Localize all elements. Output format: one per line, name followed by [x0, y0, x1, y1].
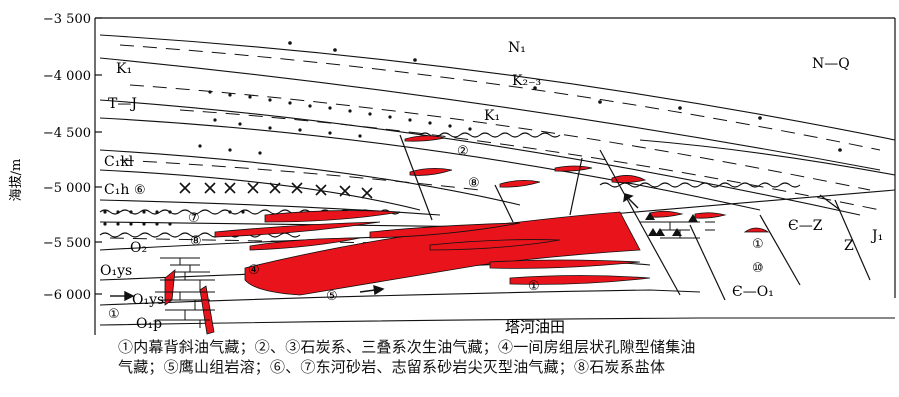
circled-number-4: ④: [248, 263, 260, 278]
section-frame: [95, 17, 896, 298]
y-axis: [94, 17, 102, 335]
circled-number-6: ⑥: [134, 183, 146, 198]
circled-number-8-top: ⑧: [468, 176, 480, 191]
stratum-label-c1kl: C₁kl: [104, 154, 134, 170]
stratum-label-c1h: C₁h: [104, 182, 129, 198]
stratum-label-o1p: O₁p: [136, 316, 162, 332]
stratum-label-o1ys-left: O₁ys: [100, 263, 132, 279]
circled-number-2: ②: [457, 144, 469, 159]
y-axis-label: 海拔/m: [9, 159, 24, 202]
y-tick-label: −4 000: [43, 69, 91, 84]
limestone-blocks: [155, 221, 715, 328]
stratum-label-nq: N—Q: [812, 56, 850, 72]
stratum-label-tj: T—J: [108, 96, 137, 112]
circled-number-10: ⑩: [752, 261, 764, 276]
stratum-label-j1: J₁: [870, 228, 883, 244]
y-tick-label: −5 500: [43, 236, 91, 251]
caption-line-2: 气藏；⑤鹰山组岩溶；⑥、⑦东河砂岩、志留系砂岩尖灭型油气藏；⑧石炭系盐体: [118, 358, 666, 376]
stratum-label-o2: O₂: [130, 240, 147, 256]
strata-boundaries: [99, 34, 896, 326]
circled-number-7: ⑦: [188, 211, 200, 226]
stratum-label-n1: N₁: [508, 40, 526, 56]
stratum-label-cz: Є—Z: [788, 218, 823, 234]
circled-number-1-left: ①: [108, 307, 120, 322]
stratum-label-co1: Є—O₁: [732, 284, 774, 300]
y-tick-label: −4 500: [43, 126, 91, 141]
circled-number-1-mid: ①: [528, 279, 540, 294]
dashed-layers: [109, 44, 881, 246]
oil-gas-reservoirs: [164, 135, 770, 335]
salt-x-marks: [179, 182, 373, 199]
flow-arrows: [110, 193, 639, 302]
stratum-label-z: Z: [844, 238, 854, 254]
y-tick-label: −5 000: [43, 181, 91, 196]
breccia-triangles: [645, 212, 698, 236]
circled-number-5: ⑤: [326, 289, 338, 304]
caption-line-1: ①内幕背斜油气藏；②、③石炭系、三叠系次生油气藏；④一间房组层状孔隙型储集油: [118, 338, 696, 356]
sandstone-dots: [103, 41, 842, 226]
circled-number-1-right: ①: [752, 237, 764, 252]
y-tick-label: −6 000: [43, 288, 91, 303]
circled-number-8-mid: ⑧: [190, 234, 202, 249]
y-tick-label: −3 500: [43, 12, 91, 27]
stratum-label-k1-mid: K₁: [484, 108, 500, 124]
stratum-label-k1-left: K₁: [116, 61, 132, 77]
oilfield-name: 塔河油田: [505, 318, 565, 336]
stratum-label-k23: K₂₋₃: [512, 73, 541, 89]
stratum-label-o1ys-lower: O₁ys: [132, 292, 164, 308]
figure-caption: ①内幕背斜油气藏；②、③石炭系、三叠系次生油气藏；④一间房组层状孔隙型储集油 气…: [118, 337, 888, 377]
